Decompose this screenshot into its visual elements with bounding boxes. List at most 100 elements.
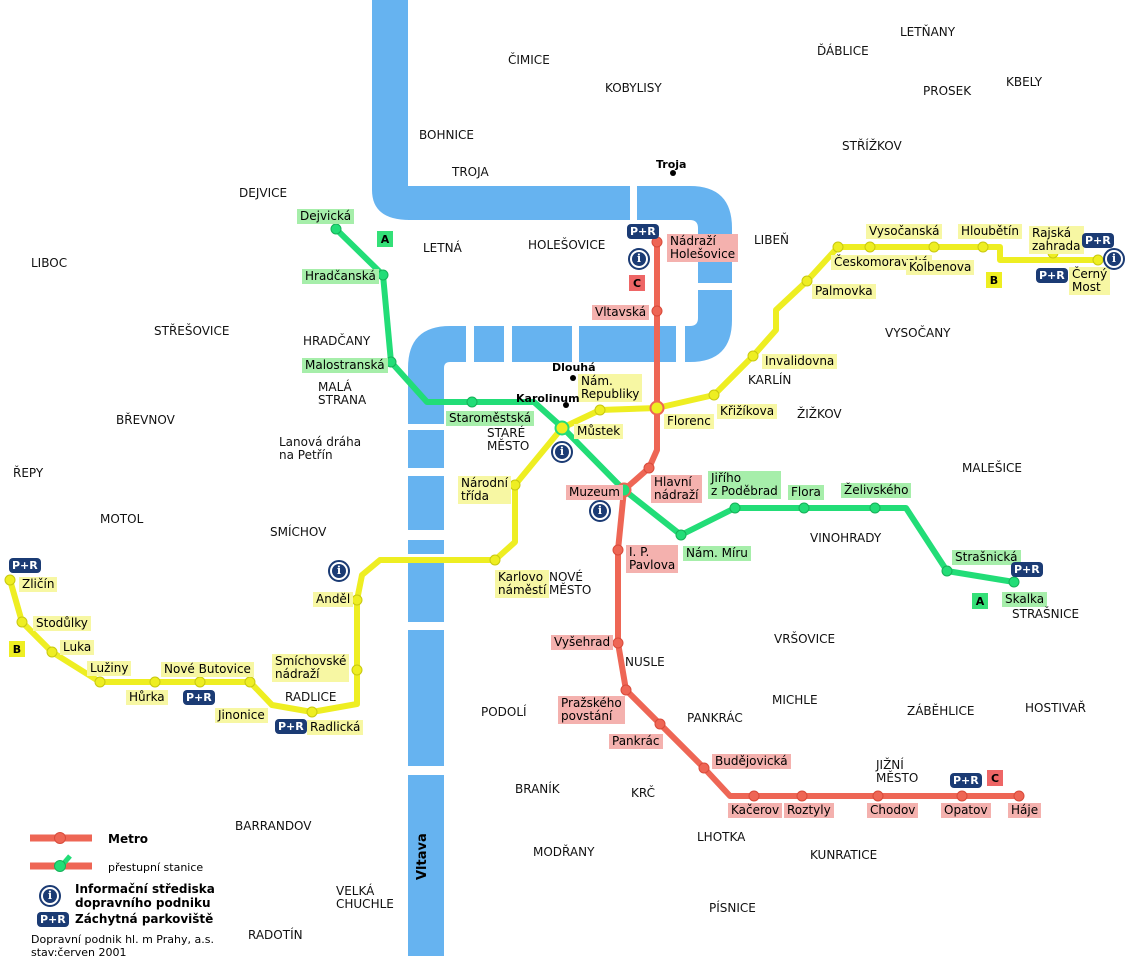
park-and-ride-badge[interactable]: P+R xyxy=(1036,268,1068,283)
station-label-b[interactable]: Invalidovna xyxy=(762,354,838,369)
station-label-c[interactable]: Budějovická xyxy=(712,754,791,769)
station-dot-c[interactable] xyxy=(654,718,666,730)
station-label-a[interactable]: Dejvická xyxy=(297,209,355,224)
station-dot-b[interactable] xyxy=(509,479,521,491)
station-label-b[interactable]: Zličín xyxy=(19,577,58,592)
station-label-a[interactable]: Malostranská xyxy=(302,358,388,373)
station-label-a[interactable]: Flora xyxy=(788,485,824,500)
station-dot-a[interactable] xyxy=(466,396,478,408)
station-label-b[interactable]: Kolbenova xyxy=(906,260,975,275)
station-label-b[interactable]: Vysočanská xyxy=(866,224,943,239)
station-label-a[interactable]: Jiřího z Poděbrad xyxy=(708,471,781,499)
station-dot-b[interactable] xyxy=(747,350,759,362)
station-label-c[interactable]: Muzeum xyxy=(566,485,623,500)
station-dot-a[interactable] xyxy=(377,269,389,281)
station-dot-a[interactable] xyxy=(1008,576,1020,588)
station-label-c[interactable]: Vltavská xyxy=(592,305,650,320)
park-and-ride-badge[interactable]: P+R xyxy=(1011,562,1043,577)
station-dot-b[interactable] xyxy=(928,241,940,253)
station-dot-b[interactable] xyxy=(801,275,813,287)
station-dot-b[interactable] xyxy=(351,664,363,676)
station-label-a[interactable]: Staroměstská xyxy=(446,411,535,426)
station-label-b[interactable]: Nové Butovice xyxy=(161,662,254,677)
station-label-b[interactable]: Smíchovské nádraží xyxy=(272,654,350,682)
station-label-b[interactable]: Luka xyxy=(60,640,95,655)
station-label-a[interactable]: Želivského xyxy=(841,483,912,498)
station-dot-c[interactable] xyxy=(620,684,632,696)
station-label-b[interactable]: Černý Most xyxy=(1069,267,1111,295)
station-dot-a[interactable] xyxy=(798,502,810,514)
station-dot-b[interactable] xyxy=(306,706,318,718)
station-dot-b[interactable] xyxy=(1092,254,1104,266)
station-dot-c[interactable] xyxy=(643,462,655,474)
station-label-c[interactable]: Chodov xyxy=(867,803,919,818)
station-label-b[interactable]: Florenc xyxy=(664,414,714,429)
station-dot-b[interactable] xyxy=(351,594,363,606)
station-label-c[interactable]: Roztyly xyxy=(784,803,834,818)
park-and-ride-badge[interactable]: P+R xyxy=(275,719,307,734)
station-label-c[interactable]: Hlavní nádraží xyxy=(651,475,702,503)
station-dot-b[interactable] xyxy=(594,404,606,416)
station-label-c[interactable]: Opatov xyxy=(941,803,991,818)
station-dot-b[interactable] xyxy=(244,676,256,688)
station-dot-c[interactable] xyxy=(956,790,968,802)
transfer-station[interactable] xyxy=(554,420,570,436)
info-center-icon[interactable]: i xyxy=(328,560,350,582)
transfer-station[interactable] xyxy=(649,400,665,416)
station-label-b[interactable]: Hloubětín xyxy=(958,224,1022,239)
info-center-icon[interactable]: i xyxy=(1103,248,1125,270)
station-label-c[interactable]: Nádraží Holešovice xyxy=(667,234,739,262)
station-dot-b[interactable] xyxy=(94,676,106,688)
station-label-c[interactable]: Háje xyxy=(1008,803,1042,818)
station-dot-b[interactable] xyxy=(489,554,501,566)
station-label-b[interactable]: Můstek xyxy=(574,424,624,439)
station-dot-b[interactable] xyxy=(46,646,58,658)
station-label-b[interactable]: Rajská zahrada xyxy=(1029,226,1084,254)
station-label-a[interactable]: Nám. Míru xyxy=(683,546,751,561)
station-label-a[interactable]: Strašnická xyxy=(952,550,1021,565)
station-label-c[interactable]: I. P. Pavlova xyxy=(626,545,679,573)
station-dot-c[interactable] xyxy=(796,790,808,802)
info-center-icon[interactable]: i xyxy=(551,441,573,463)
station-label-a[interactable]: Hradčanská xyxy=(302,269,379,284)
station-label-c[interactable]: Pražského povstání xyxy=(558,696,625,724)
station-dot-a[interactable] xyxy=(729,502,741,514)
station-dot-b[interactable] xyxy=(864,241,876,253)
station-label-b[interactable]: Národní třída xyxy=(458,476,511,504)
station-label-b[interactable]: Křižíkova xyxy=(717,404,778,419)
station-dot-b[interactable] xyxy=(149,676,161,688)
station-dot-b[interactable] xyxy=(194,676,206,688)
station-dot-a[interactable] xyxy=(675,529,687,541)
station-label-c[interactable]: Pankrác xyxy=(609,734,663,749)
station-dot-c[interactable] xyxy=(612,544,624,556)
station-label-b[interactable]: Stodůlky xyxy=(33,616,91,631)
station-dot-c[interactable] xyxy=(748,790,760,802)
station-label-b[interactable]: Anděl xyxy=(313,592,354,607)
station-label-b[interactable]: Nám. Republiky xyxy=(578,374,643,402)
station-dot-b[interactable] xyxy=(4,574,16,586)
station-dot-b[interactable] xyxy=(977,241,989,253)
station-dot-a[interactable] xyxy=(330,223,342,235)
station-dot-c[interactable] xyxy=(872,790,884,802)
station-label-b[interactable]: Lužiny xyxy=(87,661,132,676)
park-and-ride-badge[interactable]: P+R xyxy=(950,773,982,788)
station-label-c[interactable]: Kačerov xyxy=(728,803,783,818)
info-center-icon[interactable]: i xyxy=(589,500,611,522)
park-and-ride-badge[interactable]: P+R xyxy=(183,690,215,705)
station-dot-c[interactable] xyxy=(651,305,663,317)
station-dot-c[interactable] xyxy=(698,762,710,774)
station-dot-b[interactable] xyxy=(708,389,720,401)
station-label-b[interactable]: Jinonice xyxy=(215,708,268,723)
station-dot-c[interactable] xyxy=(1013,790,1025,802)
station-label-a[interactable]: Skalka xyxy=(1002,592,1048,607)
station-label-b[interactable]: Karlovo náměstí xyxy=(495,570,550,598)
station-label-b[interactable]: Radlická xyxy=(307,720,364,735)
station-dot-a[interactable] xyxy=(941,565,953,577)
station-dot-b[interactable] xyxy=(16,616,28,628)
station-dot-c[interactable] xyxy=(612,637,624,649)
station-label-c[interactable]: Vyšehrad xyxy=(551,635,614,650)
park-and-ride-badge[interactable]: P+R xyxy=(627,224,659,239)
station-dot-b[interactable] xyxy=(832,241,844,253)
park-and-ride-badge[interactable]: P+R xyxy=(9,558,41,573)
info-center-icon[interactable]: i xyxy=(628,248,650,270)
